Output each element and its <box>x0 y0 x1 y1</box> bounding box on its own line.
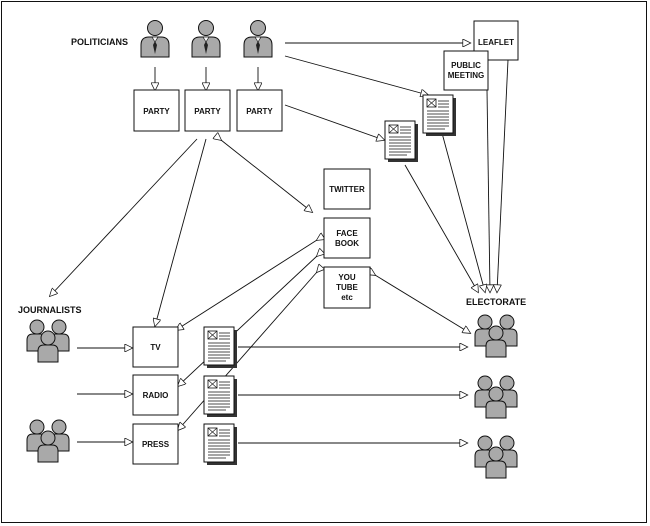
edge-social-electorate <box>375 275 470 333</box>
party-box-label: PARTY <box>246 107 273 116</box>
edge-party3-doc2 <box>284 104 384 140</box>
party-box-label: PARTY <box>143 107 170 116</box>
facebook-label-2: BOOK <box>335 239 359 248</box>
radio-box: RADIO <box>132 374 179 416</box>
facebook-box: FACE BOOK <box>323 217 371 259</box>
edge-pol3-doc1 <box>284 55 428 95</box>
party-box-3: PARTY <box>236 89 283 132</box>
public-meeting-label-1: PUBLIC <box>451 61 481 70</box>
politician-icon <box>191 20 221 58</box>
journalists-label: JOURNALISTS <box>18 305 82 315</box>
youtube-label-1: YOU <box>338 273 356 282</box>
party-box-2: PARTY <box>184 89 231 132</box>
press-label: PRESS <box>142 440 170 449</box>
party-box-1: PARTY <box>133 89 180 132</box>
radio-label: RADIO <box>143 391 169 400</box>
edge-social-tv <box>176 240 317 330</box>
politician-icon <box>140 20 170 58</box>
edge-doc2-electorate <box>404 164 478 292</box>
facebook-label-1: FACE <box>336 229 358 238</box>
politicians-label: POLITICIANS <box>71 37 128 47</box>
edge-leaflet-electorate <box>497 59 509 292</box>
public-meeting-label-2: MEETING <box>448 71 484 80</box>
newspaper-document-icon <box>384 120 419 163</box>
youtube-label-2: TUBE <box>336 283 358 292</box>
party-box-label: PARTY <box>194 107 221 116</box>
twitter-box: TWITTER <box>323 168 371 210</box>
youtube-label-3: etc <box>341 293 353 302</box>
leaflet-label: LEAFLET <box>478 38 514 47</box>
edge-doc1-electorate <box>441 132 485 292</box>
press-box: PRESS <box>132 423 179 465</box>
people-group-icon <box>27 420 69 462</box>
electorate-label: ELECTORATE <box>466 297 526 307</box>
people-group-icon <box>475 315 517 357</box>
edge-social-press <box>178 272 317 430</box>
people-group-icon <box>27 320 69 362</box>
edge-party-social <box>221 140 312 212</box>
politician-icon <box>243 20 273 58</box>
newspaper-document-icon <box>203 326 238 369</box>
edge-party-tv <box>155 138 207 326</box>
edge-social-radio <box>178 256 317 386</box>
newspaper-document-icon <box>422 94 457 137</box>
edge-meeting-electorate <box>487 89 490 292</box>
twitter-label: TWITTER <box>329 185 365 194</box>
youtube-box: YOU TUBE etc <box>323 266 371 309</box>
tv-label: TV <box>150 343 161 352</box>
people-group-icon <box>475 376 517 418</box>
newspaper-document-icon <box>203 423 238 466</box>
public-meeting-box: PUBLIC MEETING <box>443 50 489 91</box>
newspaper-document-icon <box>203 375 238 418</box>
people-group-icon <box>475 436 517 478</box>
edges <box>50 43 509 443</box>
tv-box: TV <box>132 326 179 368</box>
edge-party-journalists <box>50 138 198 296</box>
